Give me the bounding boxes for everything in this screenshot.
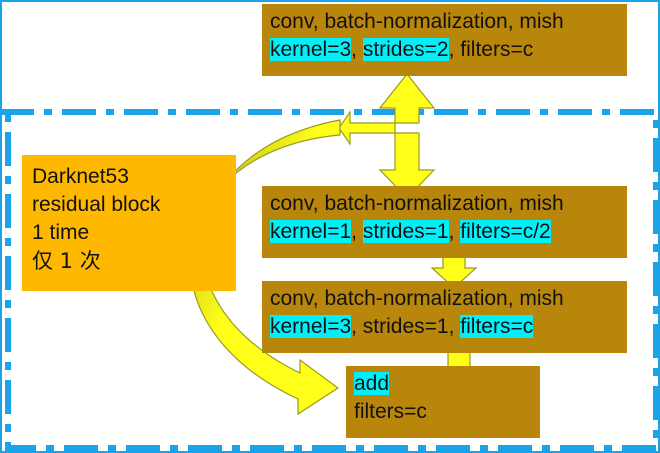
conv-block-3-title: conv, batch-normalization, mish — [270, 287, 564, 310]
kernel-param: kernel=3 — [270, 315, 352, 338]
four-way-arrow — [338, 73, 436, 199]
note-line-1: Darknet53 — [32, 165, 129, 188]
conv-block-3-params: kernel=3, strides=1, filters=c — [270, 315, 534, 338]
note-line-3: 1 time — [32, 221, 90, 244]
conv-block-1: conv, batch-normalization, mish kernel=3… — [262, 4, 627, 76]
strides-param: strides=1 — [362, 220, 449, 243]
residual-block-note: Darknet53 residual block 1 time 仅 1 次 — [22, 155, 236, 291]
strides-param: strides=2 — [362, 38, 449, 61]
note-line-2: residual block — [32, 193, 161, 216]
add-op-label: add — [354, 372, 390, 395]
add-block: add filters=c — [346, 366, 540, 438]
conv-block-2-title: conv, batch-normalization, mish — [270, 192, 564, 215]
note-line-4: 仅 1 次 — [32, 249, 101, 273]
conv-block-3: conv, batch-normalization, mish kernel=3… — [262, 281, 627, 353]
kernel-param: kernel=1 — [270, 220, 352, 243]
kernel-param: kernel=3 — [270, 38, 352, 61]
filters-param: filters=c — [460, 315, 534, 338]
conv-block-2-params: kernel=1, strides=1, filters=c/2 — [270, 220, 551, 243]
conv-block-2: conv, batch-normalization, mish kernel=1… — [262, 186, 627, 258]
filters-param: filters=c/2 — [460, 220, 551, 243]
conv-block-1-params: kernel=3, strides=2, filters=c — [270, 38, 534, 61]
add-filters-label: filters=c — [354, 400, 427, 423]
residual-frame — [0, 109, 659, 451]
conv-block-1-title: conv, batch-normalization, mish — [270, 10, 564, 33]
filters-param: filters=c — [460, 38, 534, 61]
